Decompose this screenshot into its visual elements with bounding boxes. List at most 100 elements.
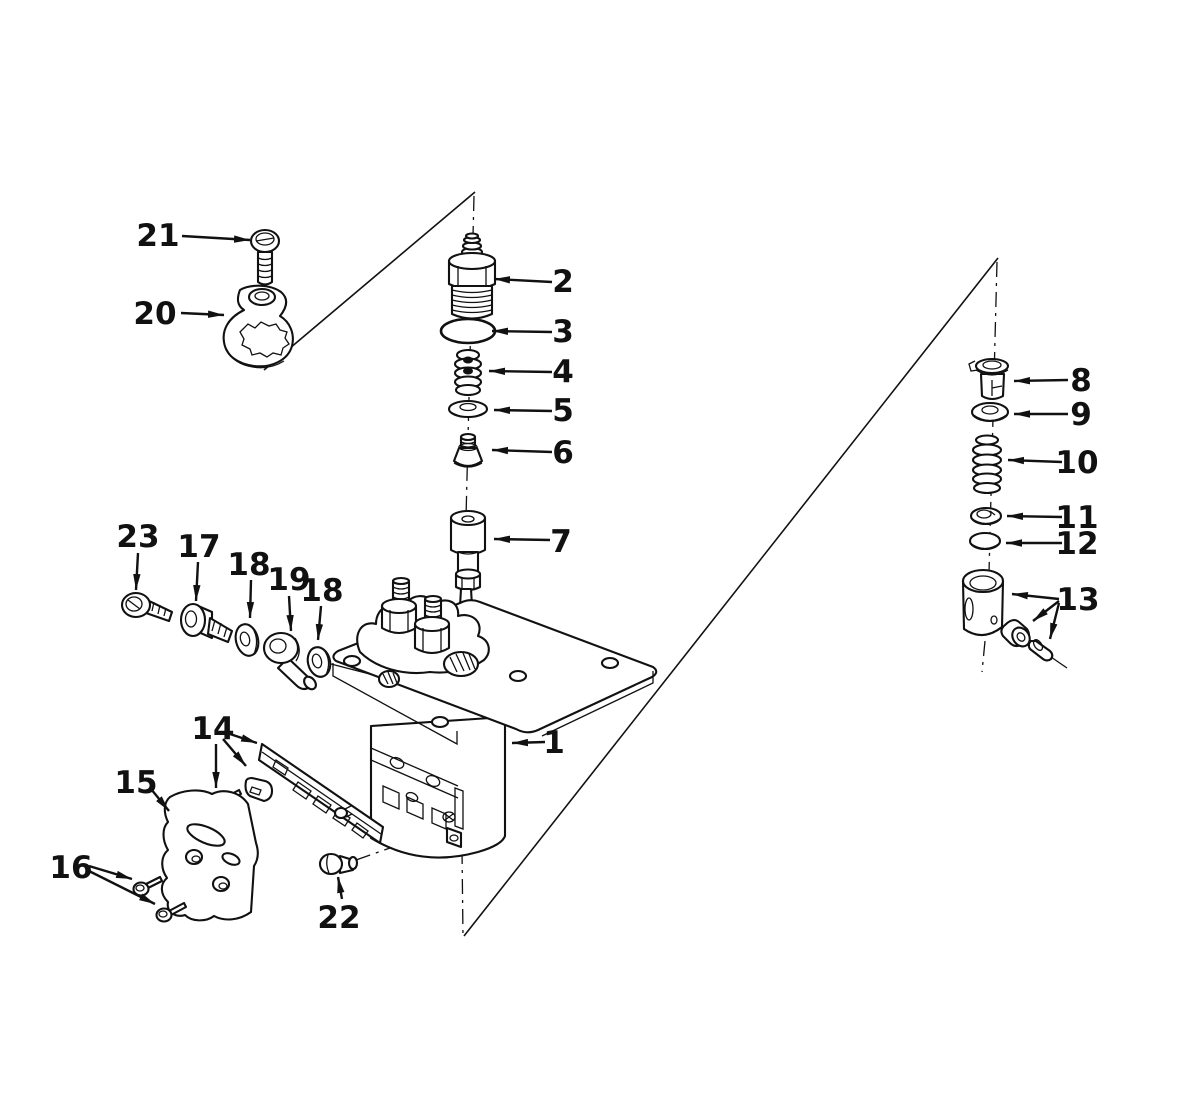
part-8-plunger-guide [968,357,1010,401]
callout-arrow [1007,456,1063,465]
callout-label: 14 [191,711,234,747]
callout-arrow [133,552,141,591]
callout-11: 11 [1006,500,1099,536]
callout-21: 21 [136,218,251,254]
callout-6: 6 [491,435,574,471]
part-22-plug [318,852,359,876]
part-17-banjo-bolt [179,602,234,644]
callout-label: 12 [1055,526,1098,562]
callout-arrow [315,605,324,641]
callout-arrow [193,561,201,602]
callout-arrow [286,595,294,632]
callout-arrow [491,446,553,455]
part-5-washer [447,399,489,419]
callout-22: 22 [317,876,361,936]
callout-9: 9 [1014,397,1092,433]
callout-label: 7 [550,524,572,560]
diagonal-line-right [463,257,999,937]
callout-1: 1 [511,725,565,761]
callout-16: 16 [49,850,156,906]
callout-15: 15 [114,765,170,812]
part-7-barrel-assembly [449,509,487,652]
callout-18: 18 [227,547,271,619]
callout-label: 1 [543,725,565,761]
callout-arrow [493,535,551,543]
callout-arrow [222,738,247,767]
callout-arrow [88,864,133,881]
callout-label: 6 [552,435,574,471]
callout-label: 18 [300,573,343,609]
callout-label: 17 [177,529,220,565]
callout-arrow [493,276,553,284]
callout-label: 21 [136,218,179,254]
part-12-shim [968,531,1002,551]
part-18-washer-b [306,646,332,678]
callout-arrow [1013,377,1069,385]
callout-arrow [180,310,225,318]
callout-arrow [1032,600,1060,622]
callout-arrow [491,327,553,335]
callout-label: 23 [116,519,159,555]
callout-2: 2 [493,264,574,300]
callout-3: 3 [491,314,574,350]
part-13-tappet-group [961,568,1054,662]
tappet-roller [1000,619,1031,648]
part-19-banjo-fitting [262,631,317,691]
callout-arrow [246,579,255,619]
part-18-washer-a [234,623,260,657]
part-3-gasket [439,317,497,345]
part-6-delivery-valve [452,432,484,468]
callout-5: 5 [493,393,574,429]
callout-label: 16 [49,850,92,886]
part-15-side-cover [160,789,259,922]
callout-label: 5 [552,393,574,429]
callout-label: 22 [317,900,360,936]
callout-arrow [150,788,170,812]
part-20-lock-plate [222,284,294,369]
part-1-pump-body [332,576,658,859]
callout-label: 13 [1056,582,1099,618]
callout-arrow [181,234,251,243]
tappet-pin [1027,639,1054,662]
callout-19: 19 [267,562,311,632]
callout-7: 7 [493,524,572,560]
callout-arrow [336,876,345,900]
part-23-bolt [120,591,174,623]
centerline-body-bottom [461,848,464,938]
body-front-face [370,747,464,849]
callout-label: 10 [1055,445,1098,481]
callout-4: 4 [488,354,574,390]
body-cylinder [369,715,507,859]
callout-label: 4 [552,354,574,390]
callout-8: 8 [1013,363,1092,399]
callout-arrow [1011,592,1060,601]
centerline-tappet-bottom [981,640,986,673]
part-16-screws [132,875,188,923]
callout-arrow [1048,602,1061,640]
callout-arrow [1006,512,1063,520]
part-11-spring-seat-lower [969,506,1003,526]
part-10-plunger-spring [971,434,1003,495]
callout-label: 3 [552,314,574,350]
callout-arrow [88,869,156,906]
callout-label: 11 [1055,500,1098,536]
part-4-spring [453,348,483,397]
part-21-screw [249,228,281,286]
stud-nut-left [380,576,418,635]
callout-arrow [493,406,553,414]
callout-23: 23 [116,519,160,591]
callout-17: 17 [177,529,221,602]
callout-arrow [226,731,258,745]
callout-label: 8 [1070,363,1092,399]
stud-nut-right [413,594,451,655]
callout-14: 14 [191,711,258,788]
callout-20: 20 [133,296,225,332]
part-2-delivery-valve-holder [447,232,497,320]
callout-13: 13 [1011,582,1100,640]
callout-label: 20 [133,296,176,332]
callout-label: 2 [552,264,574,300]
callout-label: 19 [267,562,310,598]
